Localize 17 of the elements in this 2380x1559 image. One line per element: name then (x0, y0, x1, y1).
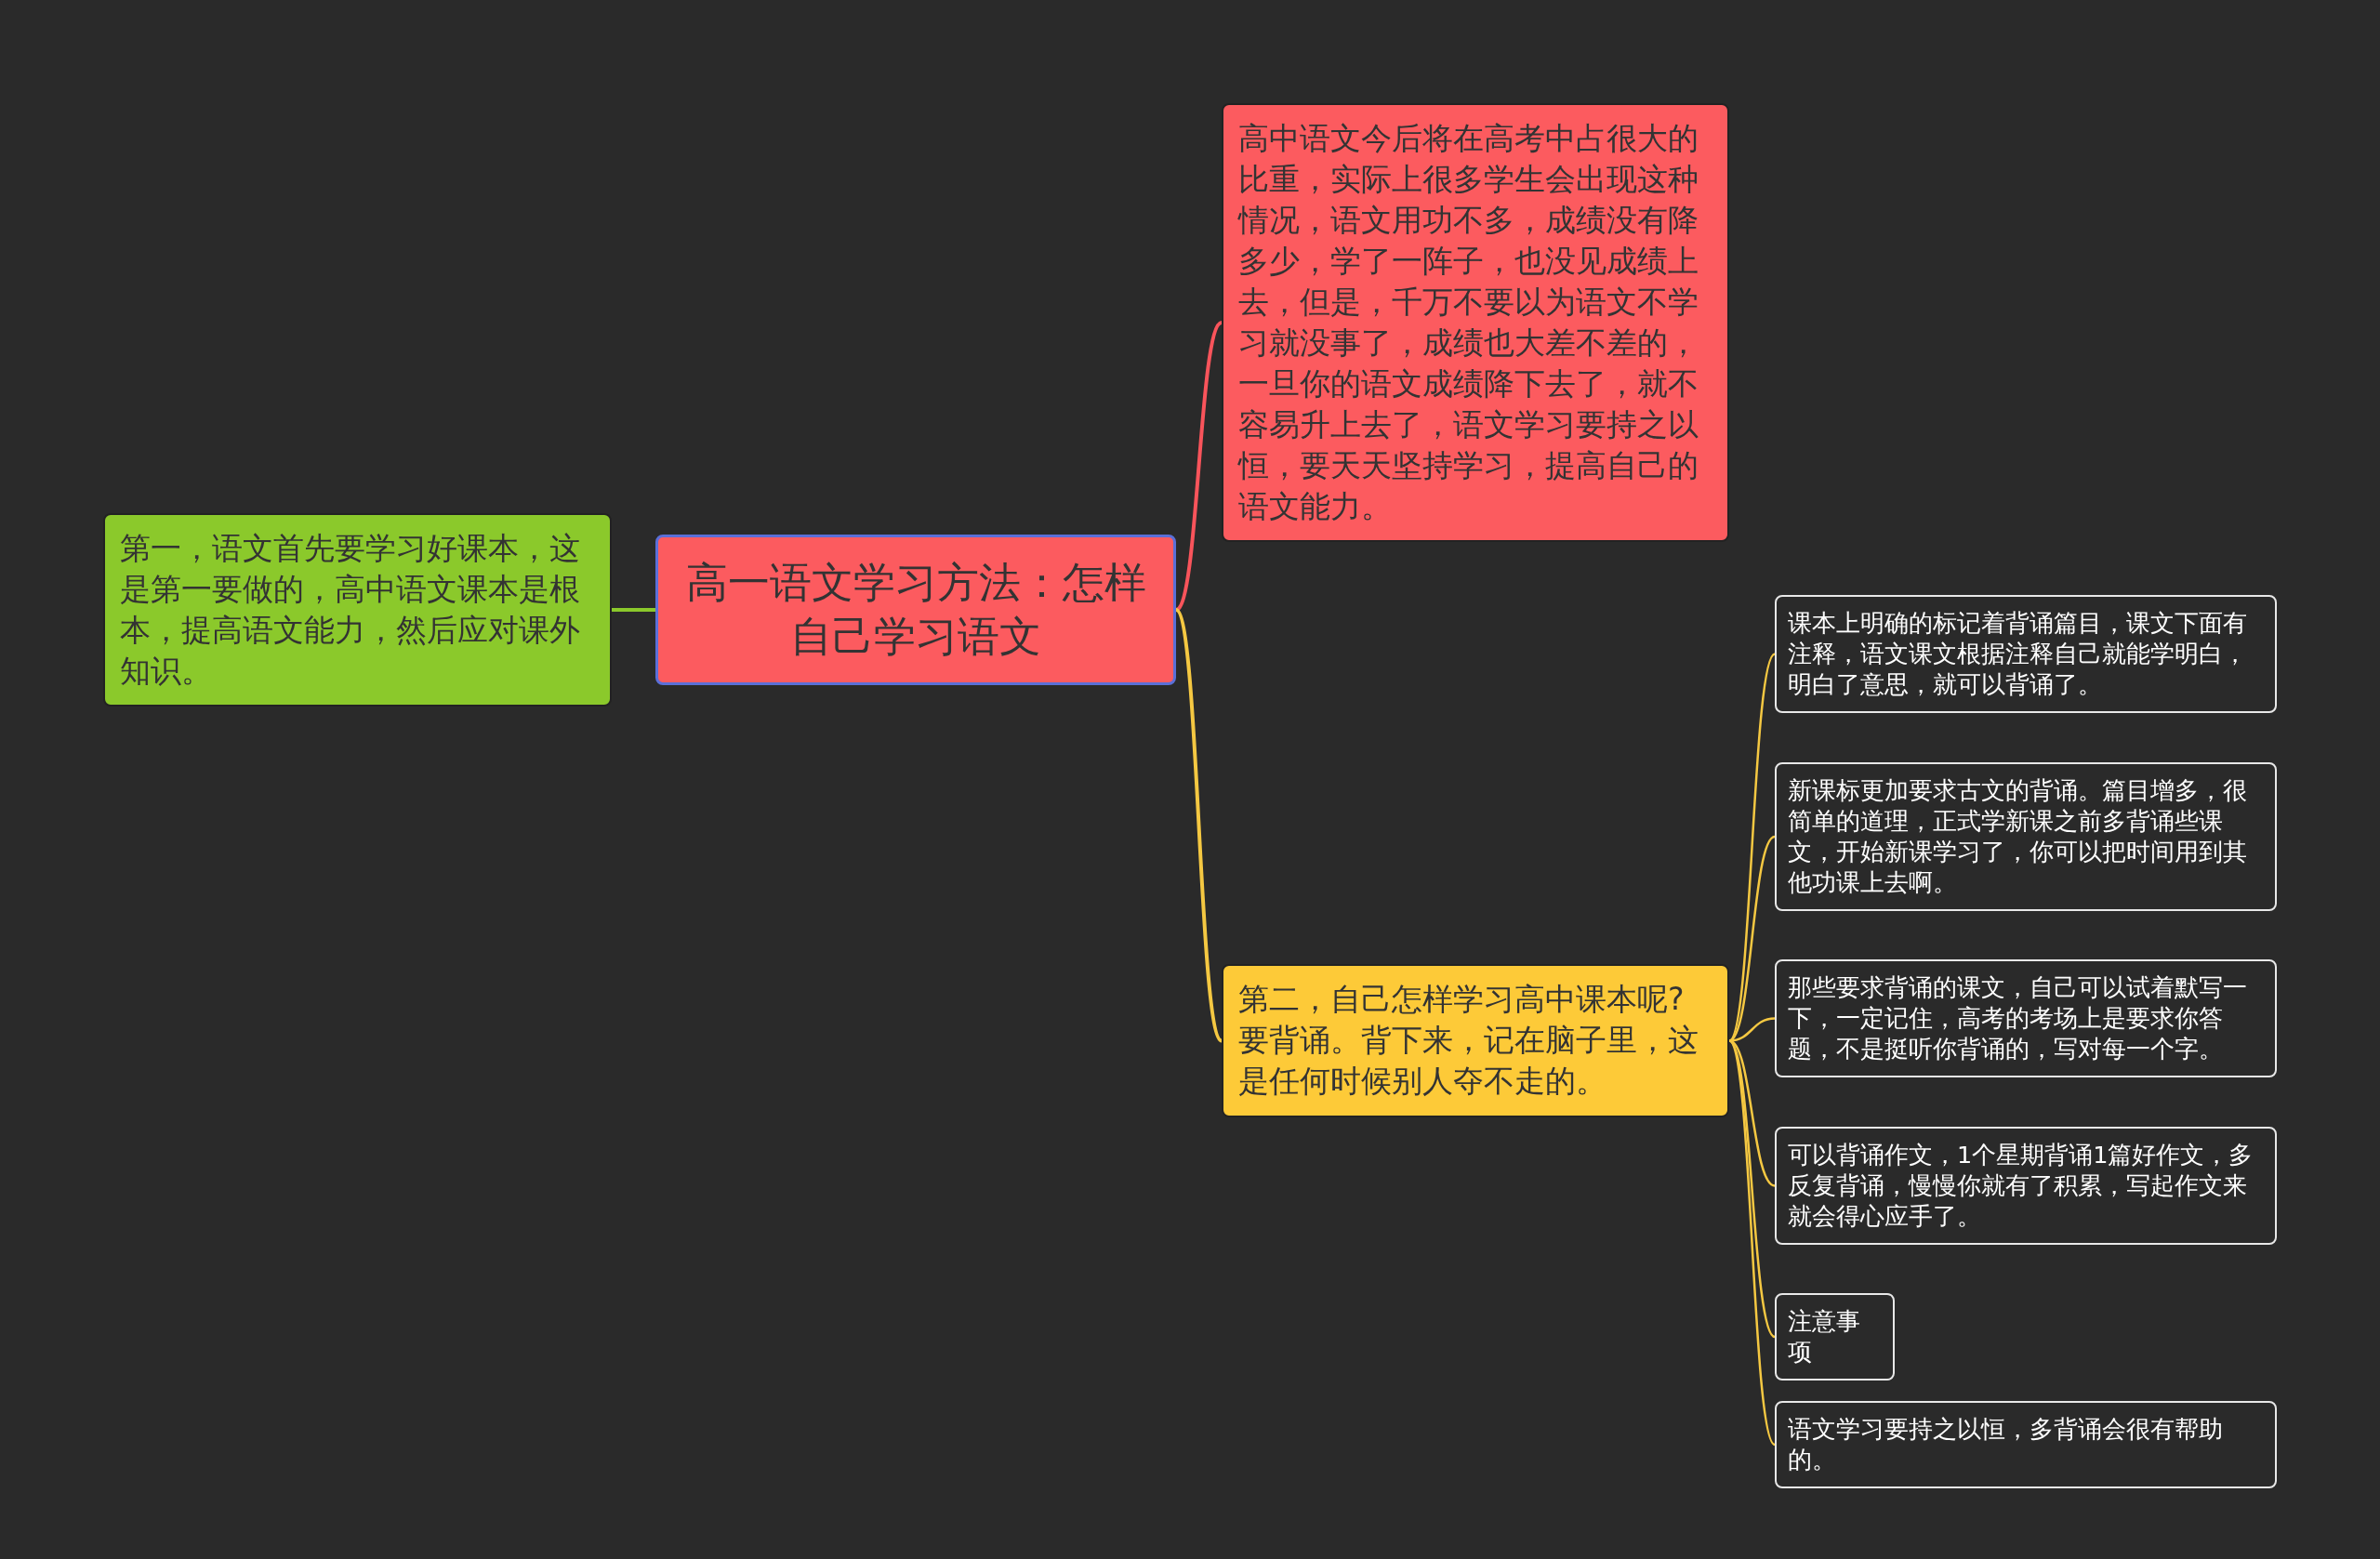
subtopic-box: 注意事项 (1775, 1293, 1895, 1381)
topic-box: 第二，自己怎样学习高中课本呢?要背诵。背下来，记在脑子里，这是任何时候别人夺不走的。 (1222, 964, 1729, 1117)
subtopic-box: 课本上明确的标记着背诵篇目，课文下面有注释，语文课文根据注释自己就能学明白，明白了意思，就可以背诵了。 (1775, 595, 2277, 713)
central-topic-box: 高一语文学习方法：怎样自己学习语文 (655, 535, 1176, 685)
topic-box: 第一，语文首先要学习好课本，这是第一要做的，高中语文课本是根本，提高语文能力，然后应对课外知识。 (103, 513, 612, 707)
connector-line (1727, 1039, 1777, 1446)
connector-line (1174, 608, 1223, 1042)
connector-line (1727, 653, 1777, 1042)
connector-line (1728, 1039, 1776, 1338)
subtopic-box: 语文学习要持之以恒，多背诵会很有帮助的。 (1775, 1401, 2277, 1488)
subtopic-box: 新课标更加要求古文的背诵。篇目增多，很简单的道理，正式学新课之前多背诵些课文，开始新课学习了，你可以把时间用到其他功课上去啊。 (1775, 762, 2277, 911)
connector-line (1728, 836, 1776, 1042)
connector-line (1174, 321, 1223, 612)
connector-line (612, 608, 655, 612)
topic-box: 高中语文今后将在高考中占很大的比重，实际上很多学生会出现这种情况，语文用功不多，成绩没有降多少，学了一阵子，也没见成绩上去，但是，千万不要以为语文不学习就没事了，成绩也大差不差的，一旦你的语文成绩降下去了，就不容易升上去了，语文学习要持之以恒，要天天坚持学习，提高自己的语文能力。 (1222, 103, 1729, 542)
subtopic-box: 那些要求背诵的课文，自己可以试着默写一下，一定记住，高考的考场上是要求你答题，不是挺听你背诵的，写对每一个字。 (1775, 959, 2277, 1077)
subtopic-box: 可以背诵作文，1个星期背诵1篇好作文，多反复背诵，慢慢你就有了积累，写起作文来就会得心应手了。 (1775, 1127, 2277, 1245)
